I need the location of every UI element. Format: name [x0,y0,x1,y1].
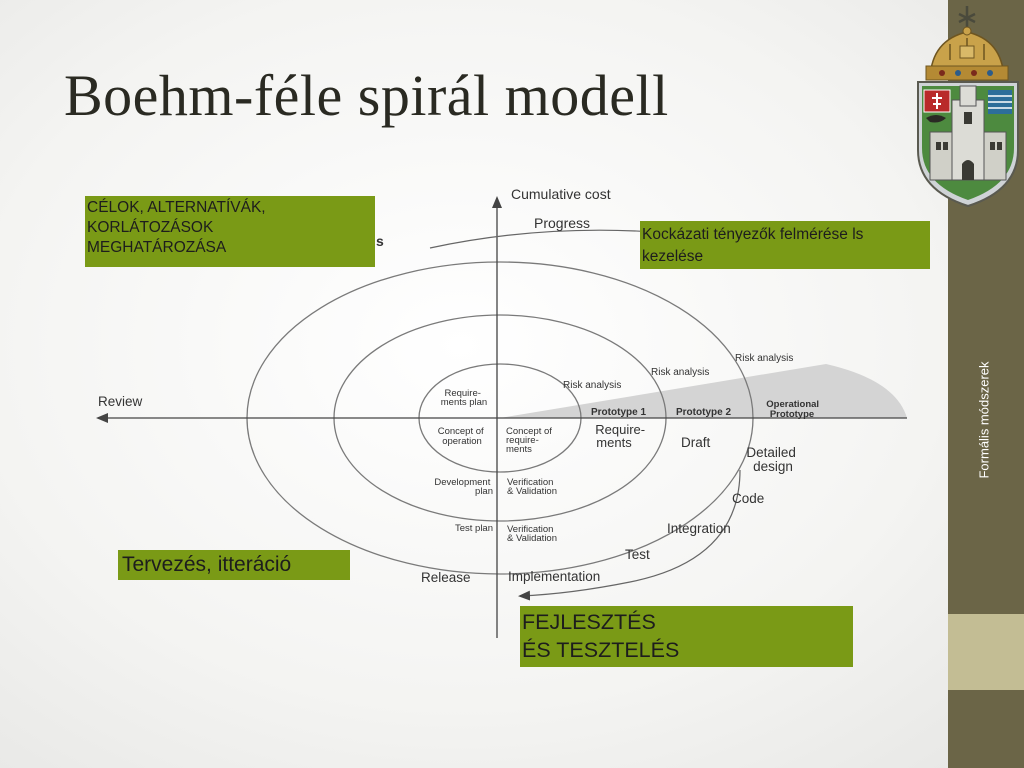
risk-analysis-inner: Risk analysis [563,380,621,391]
risk-box: Kockázati tényezők felmérése ls kezelése [640,221,930,269]
risk-line-2: kezelése [642,248,704,265]
university-crest-logo [917,6,1019,208]
partial-s-label: s [376,233,384,249]
test-plan-label: Test plan [455,523,493,534]
risk-line-1: Kockázati tényezők felmérése ls [642,226,864,243]
risk-analysis-outer: Risk analysis [735,353,793,364]
requirements-label: Require- ments [595,422,648,450]
concept-of-requirements-label: Concept of require- ments [506,426,555,455]
prototype-1-label: Prototype 1 [591,407,646,418]
implementation-label: Implementation [508,569,600,584]
draft-label: Draft [681,435,711,450]
development-line-2: ÉS TESZTELÉS [522,638,680,662]
progress-label: Progress [534,215,590,231]
crown-icon [925,6,1009,81]
detailed-design-label: Detailed design [746,445,799,474]
release-label: Release [421,570,471,585]
cumulative-cost-label: Cumulative cost [511,186,611,202]
planning-text: Tervezés, itteráció [122,553,292,576]
verification-validation-2-label: Verification & Validation [507,524,557,544]
goals-line-2: KORLÁTOZÁSOK [87,219,214,236]
review-label: Review [98,394,143,409]
verification-validation-1-label: Verification & Validation [507,477,557,497]
goals-line-3: MEGHATÁROZÁSA [87,239,227,256]
operational-prototype-label: Operational Prototype [766,399,821,420]
spiral-model-diagram: Cumulative cost Progress Review s Risk a… [96,186,907,638]
castle-icon [929,85,1007,181]
requirements-plan-label: Require- ments plan [441,388,487,408]
integration-label: Integration [667,521,731,536]
concept-of-operation-label: Concept of operation [438,426,487,447]
planning-box: Tervezés, itteráció [118,550,350,580]
development-box: FEJLESZTÉS ÉS TESZTELÉS [520,606,853,667]
goals-box: CÉLOK, ALTERNATÍVÁK, KORLÁTOZÁSOK MEGHAT… [85,196,375,267]
test-label: Test [625,547,650,562]
development-line-1: FEJLESZTÉS [522,610,656,634]
goals-line-1: CÉLOK, ALTERNATÍVÁK, [87,199,266,216]
release-arc [518,469,741,601]
prototype-wedge [500,364,907,418]
sidebar-accent-block [948,614,1024,690]
code-label: Code [732,491,764,506]
sidebar-course-label: Formális módszerek [976,361,992,479]
risk-analysis-middle: Risk analysis [651,367,709,378]
prototype-2-label: Prototype 2 [676,407,731,418]
slide-title: Boehm-féle spirál modell [64,63,669,128]
development-plan-label: Development plan [434,477,493,497]
